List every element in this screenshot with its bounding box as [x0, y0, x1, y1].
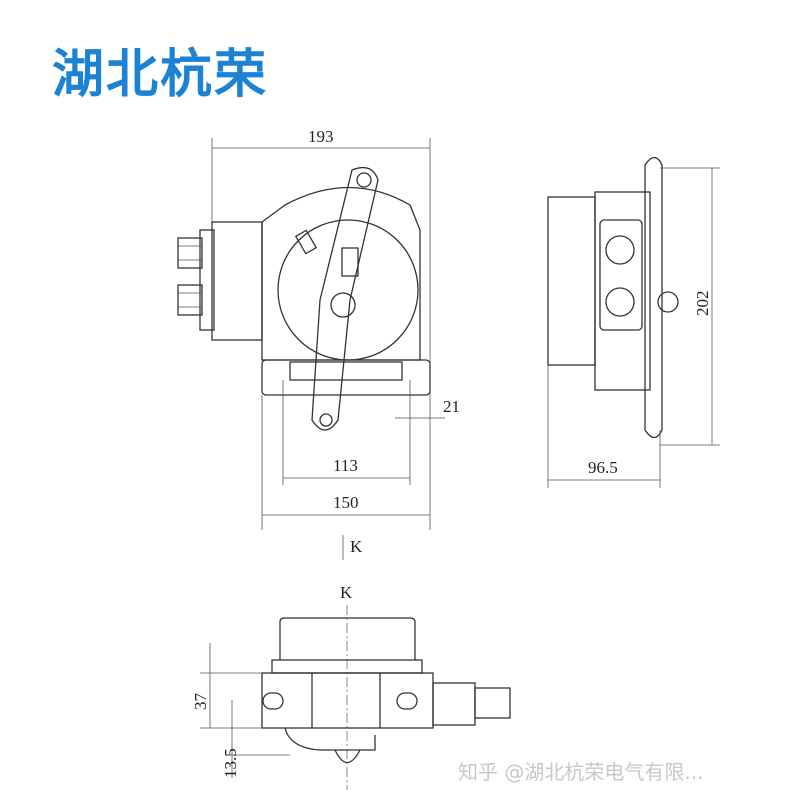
view-arrow-k: K: [350, 537, 363, 556]
view-title-k: K: [340, 583, 353, 602]
side-view: 202 96.5: [547, 156, 720, 488]
dim-193: 193: [308, 127, 334, 146]
dim-21: 21: [443, 397, 460, 416]
dim-37: 37: [191, 693, 210, 711]
watermark: 知乎 @湖北杭荣电气有限...: [458, 760, 704, 784]
dim-150: 150: [333, 493, 359, 512]
dim-96-5: 96.5: [588, 458, 618, 477]
dim-13-5: 13.5: [221, 748, 240, 778]
company-logo: 湖北杭荣: [52, 45, 269, 105]
bottom-view: K 37 13.5: [191, 583, 511, 790]
dim-202: 202: [693, 291, 712, 317]
front-view: 193 113 150 21 K: [177, 127, 460, 560]
dim-113: 113: [333, 456, 358, 475]
